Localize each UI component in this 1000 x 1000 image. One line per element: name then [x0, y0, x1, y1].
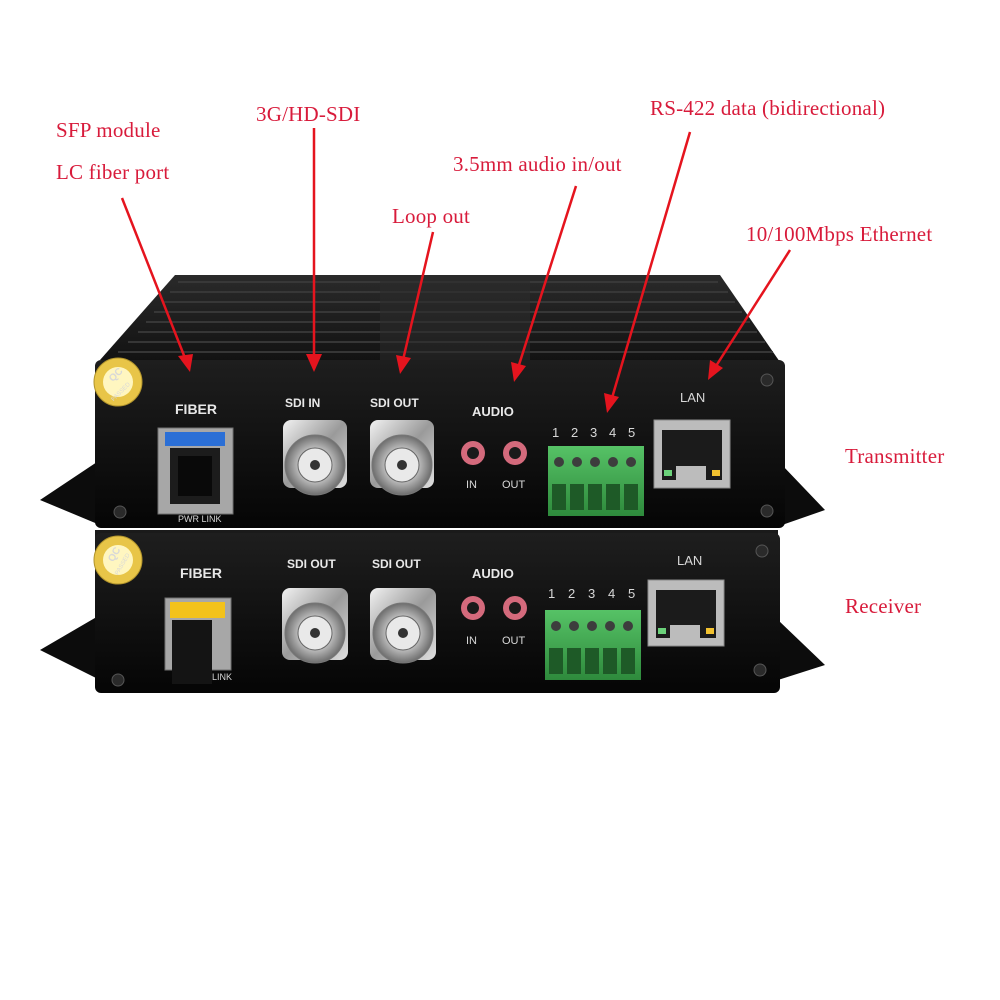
- tx-sdi-out-label: SDI OUT: [370, 396, 419, 410]
- rx-terminal-4: 4: [608, 586, 615, 601]
- tx-terminal-1: 1: [552, 425, 559, 440]
- callout-lc-fiber-port: LC fiber port: [56, 160, 170, 184]
- tx-audio-out-label: OUT: [502, 479, 526, 491]
- rx-sdi-out-1-label: SDI OUT: [287, 557, 336, 571]
- audio-jack[interactable]: [503, 441, 527, 465]
- audio-jack[interactable]: [503, 596, 527, 620]
- arrow-sdi-in: [306, 128, 322, 372]
- transmitter-unit: [40, 275, 825, 528]
- audio-jack[interactable]: [461, 596, 485, 620]
- tx-terminal-5: 5: [628, 425, 635, 440]
- callout-hd-sdi: 3G/HD-SDI: [256, 102, 361, 126]
- rx-terminal-3: 3: [588, 586, 595, 601]
- tx-terminal-4: 4: [609, 425, 616, 440]
- callout-arrows: [120, 128, 792, 413]
- sfp-port[interactable]: [164, 597, 232, 684]
- qc-sticker: [93, 535, 143, 585]
- rj45-port[interactable]: [647, 579, 725, 647]
- tx-fiber-label: FIBER: [175, 401, 217, 417]
- tx-sdi-in-label: SDI IN: [285, 396, 320, 410]
- arrow-audio: [511, 185, 578, 382]
- terminal-block[interactable]: [548, 446, 644, 516]
- rx-audio-in-label: IN: [466, 635, 477, 647]
- arrow-ethernet: [708, 249, 792, 380]
- rx-terminal-2: 2: [568, 586, 575, 601]
- bnc-connector[interactable]: [282, 588, 348, 664]
- rj45-port[interactable]: [653, 419, 731, 489]
- callout-sfp-module: SFP module: [56, 118, 161, 142]
- terminal-block[interactable]: [545, 610, 641, 680]
- callout-ethernet: 10/100Mbps Ethernet: [746, 222, 933, 246]
- arrow-rs422: [604, 131, 692, 413]
- audio-jack[interactable]: [461, 441, 485, 465]
- rx-lan-label: LAN: [677, 553, 702, 568]
- tx-lan-label: LAN: [680, 390, 705, 405]
- label-receiver: Receiver: [845, 594, 922, 618]
- rx-fiber-label: FIBER: [180, 565, 222, 581]
- tx-audio-label: AUDIO: [472, 404, 514, 419]
- rx-audio-label: AUDIO: [472, 566, 514, 581]
- tx-terminal-2: 2: [571, 425, 578, 440]
- bnc-connector[interactable]: [370, 420, 434, 496]
- rx-sdi-out-2-label: SDI OUT: [372, 557, 421, 571]
- callout-rs422: RS-422 data (bidirectional): [650, 96, 886, 120]
- rx-audio-out-label: OUT: [502, 635, 526, 647]
- sfp-port[interactable]: [157, 427, 234, 515]
- tx-audio-in-label: IN: [466, 479, 477, 491]
- rx-terminal-5: 5: [628, 586, 635, 601]
- callout-loop-out: Loop out: [392, 204, 471, 228]
- label-transmitter: Transmitter: [845, 444, 945, 468]
- arrow-sfp: [120, 197, 193, 372]
- tx-terminal-3: 3: [590, 425, 597, 440]
- receiver-unit: [40, 530, 825, 693]
- bnc-connector[interactable]: [370, 588, 436, 664]
- callout-audio: 3.5mm audio in/out: [453, 152, 622, 176]
- rx-led-labels: LINK: [212, 672, 232, 682]
- qc-sticker: [93, 357, 143, 407]
- arrow-loop-out: [396, 231, 435, 374]
- bnc-connector[interactable]: [283, 420, 347, 496]
- rx-terminal-1: 1: [548, 586, 555, 601]
- tx-led-labels: PWR LINK: [178, 514, 222, 524]
